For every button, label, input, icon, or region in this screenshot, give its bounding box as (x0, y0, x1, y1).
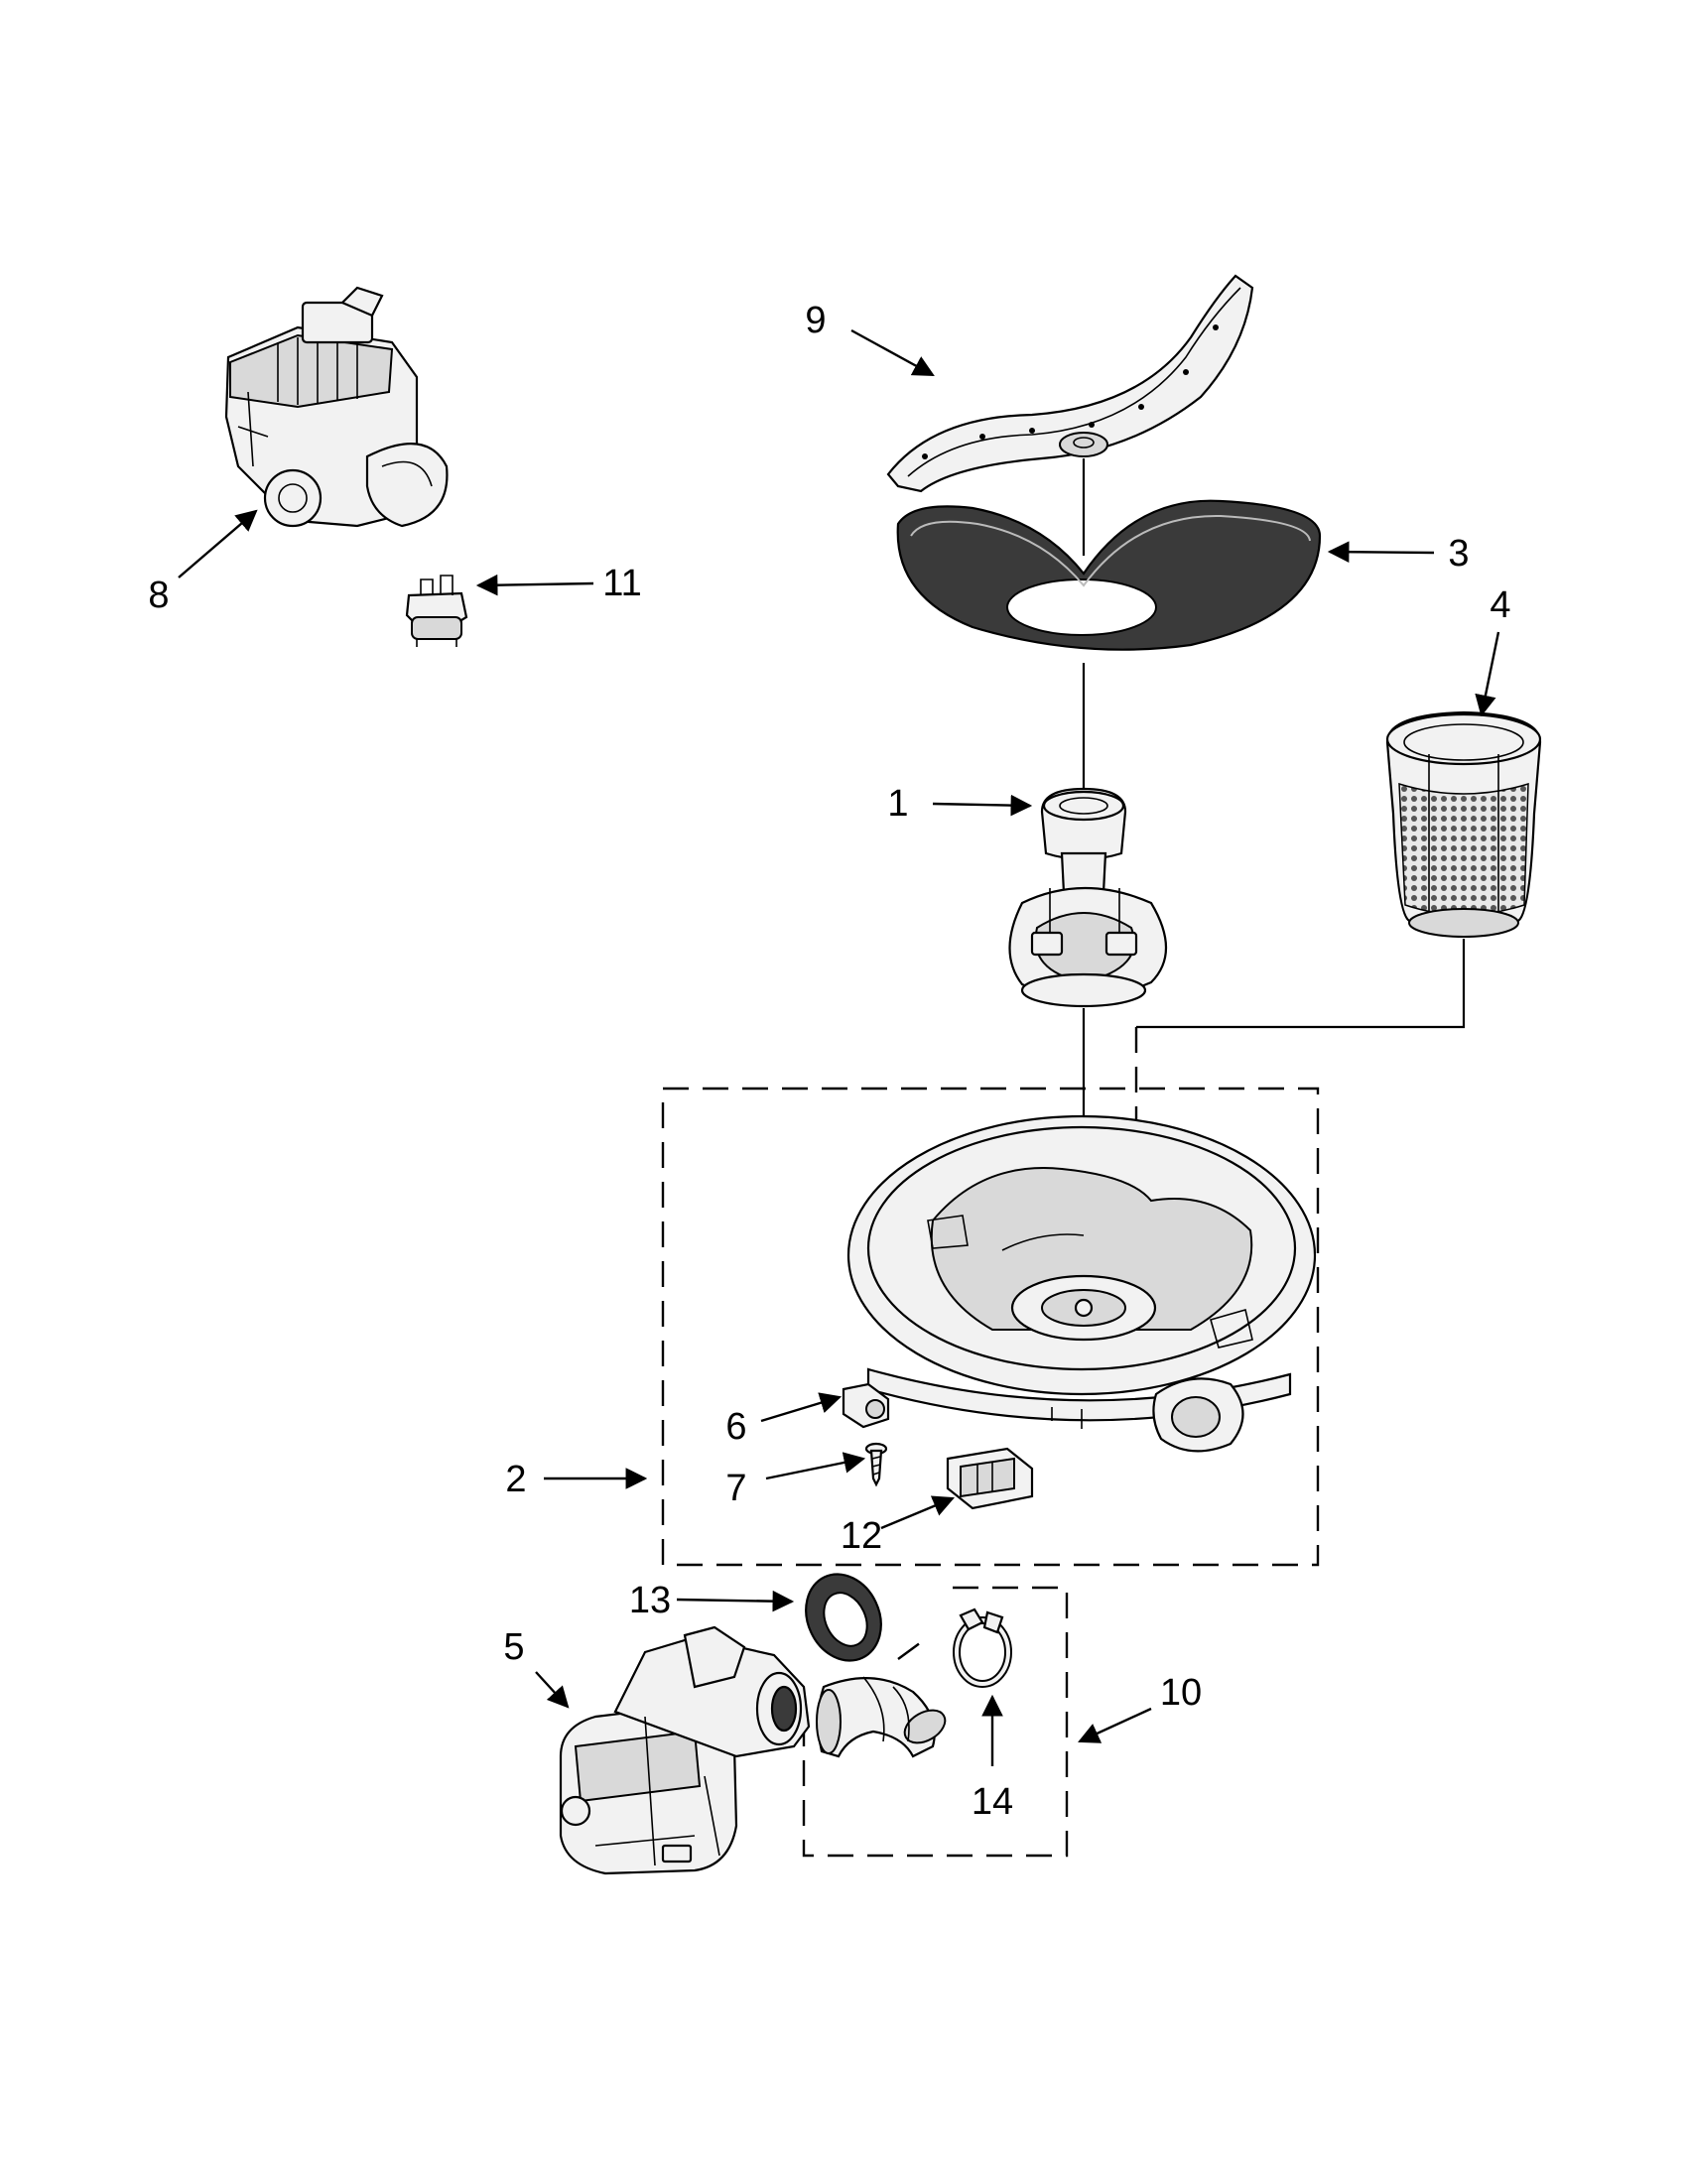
callout-9: 9 (805, 300, 826, 341)
leader-7 (765, 1452, 866, 1480)
part-8-drain-pump (224, 286, 449, 528)
leader-9 (850, 328, 935, 377)
leader-12 (880, 1495, 955, 1530)
leader-4 (1475, 631, 1500, 717)
callout-11: 11 (602, 563, 641, 604)
part-2-sump (846, 1114, 1317, 1453)
part-6-bracket (842, 1382, 890, 1429)
callout-7: 7 (725, 1468, 746, 1509)
callout-14: 14 (972, 1781, 1013, 1823)
part-1-manifold (1008, 787, 1168, 1008)
leader-6 (760, 1392, 843, 1423)
callout-6: 6 (725, 1406, 746, 1448)
callout-3: 3 (1448, 533, 1469, 575)
part-13-seal (805, 1573, 882, 1662)
part-3-filter-screen (896, 499, 1322, 651)
callout-12: 12 (841, 1515, 882, 1557)
leader-1 (932, 794, 1033, 817)
assembly-box-10-break (897, 1636, 929, 1660)
callout-13: 13 (629, 1580, 671, 1621)
assembly-box-2 (661, 1087, 1320, 1567)
callout-labels: 9 3 4 1 8 11 6 7 12 2 13 5 14 10 (148, 300, 1510, 1823)
callout-4: 4 (1490, 584, 1510, 626)
callout-2: 2 (505, 1459, 526, 1500)
callout-5: 5 (503, 1626, 524, 1668)
part-12-connector (946, 1447, 1034, 1510)
assembly-line-4 (1136, 939, 1466, 1029)
leader-11 (475, 574, 594, 596)
leader-lines (178, 328, 1500, 1766)
part-9-spray-arm (886, 274, 1254, 493)
part-14-clamp (953, 1607, 1012, 1688)
callout-8: 8 (148, 575, 169, 616)
leader-5 (535, 1671, 570, 1709)
part-7-screw (864, 1442, 888, 1487)
part-11-sensor (405, 575, 468, 647)
callout-1: 1 (887, 783, 908, 825)
part-4-filter-cylinder (1385, 710, 1542, 938)
leader-8 (178, 509, 258, 578)
part-10-hose (816, 1676, 947, 1758)
callout-10: 10 (1160, 1672, 1202, 1714)
leader-10 (1078, 1707, 1152, 1743)
assembly-box-10 (802, 1586, 1069, 1858)
leader-3 (1327, 541, 1435, 563)
leader-13 (676, 1590, 795, 1612)
part-5-circulation-pump (559, 1625, 811, 1875)
